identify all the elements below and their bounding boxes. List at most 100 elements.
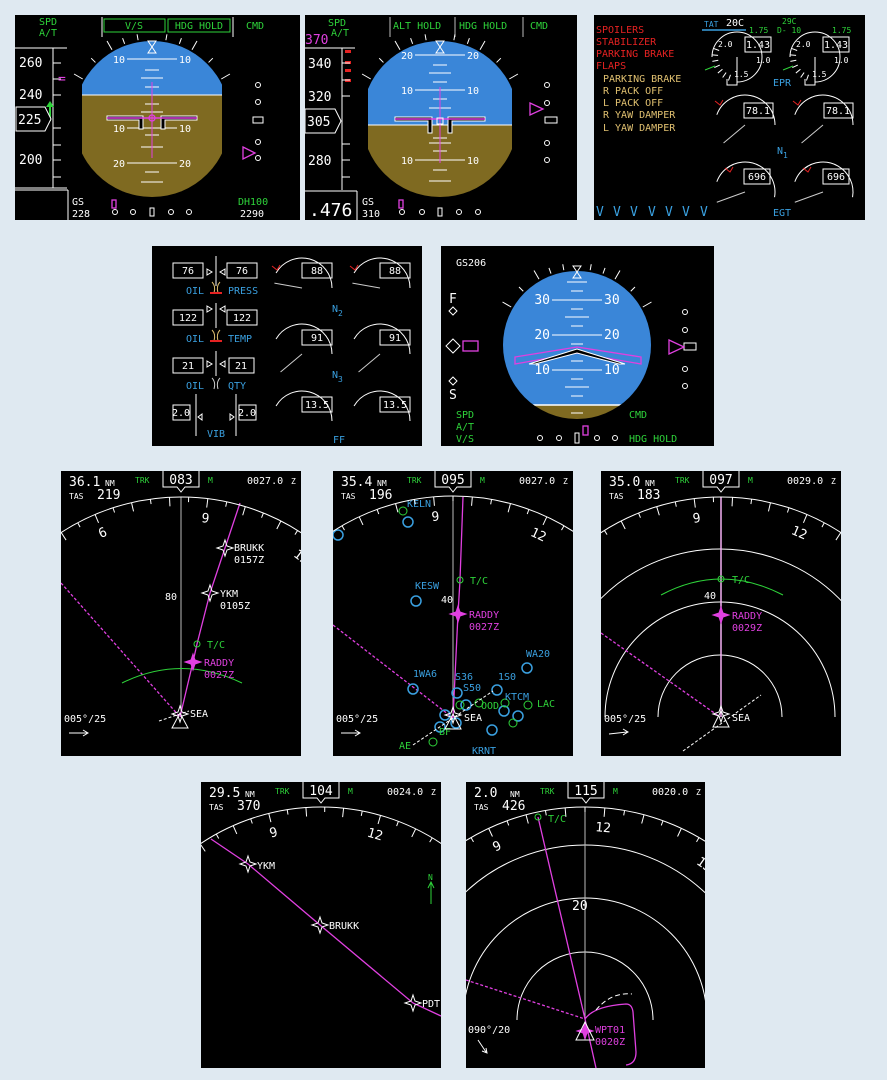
- status-mark: V: [613, 205, 621, 220]
- roll-tick: [642, 301, 652, 308]
- pfd-1: SPD A/T V/S HDG HOLD CMD 260 240 200 = 2…: [15, 15, 300, 220]
- derate: D- 10: [777, 26, 801, 35]
- glideslope-pointer-icon: [529, 101, 545, 117]
- speed-tape: 260 240 200 = 225: [15, 47, 67, 189]
- compass-tick: [413, 499, 416, 505]
- compass-tick: [525, 814, 529, 824]
- airport-label: KELN: [407, 499, 431, 510]
- waypoint-star-icon: [443, 705, 463, 725]
- waypoint-label: YKM: [257, 861, 275, 872]
- range-ring-label: 40: [441, 595, 453, 606]
- compass-label: 15: [693, 854, 705, 875]
- epr-gauge-right: 1.43 2.0 1.5 1.0: [796, 36, 850, 79]
- airport-label: 1WA6: [413, 669, 437, 680]
- compass-label: 6: [97, 525, 110, 542]
- attitude-indicator: 30 30 20 20 10 10: [503, 271, 651, 419]
- compass-tick: [286, 809, 289, 815]
- roll-tick: [424, 34, 427, 41]
- epr-value: 1.43: [746, 40, 770, 51]
- fma-at: A/T: [331, 28, 349, 39]
- gauge-arc: [716, 165, 731, 182]
- localizer-scale: [399, 207, 481, 217]
- roll-tick: [73, 73, 83, 80]
- clock-time: 0027.0: [247, 476, 283, 487]
- airport-label: 1S0: [498, 672, 516, 683]
- tc-label: T/C: [470, 576, 488, 587]
- oil-label: OIL: [186, 381, 204, 392]
- zulu-label: Z: [831, 477, 836, 486]
- airport-label: SEA: [732, 713, 750, 724]
- compass-label: 9: [268, 825, 279, 841]
- tc-label: T/C: [207, 640, 225, 651]
- wind-arrow-icon: [477, 1039, 488, 1054]
- fma-spd: SPD: [456, 410, 474, 421]
- range-ring-label: 40: [704, 591, 716, 602]
- gauge-arc: [789, 31, 841, 83]
- waypoint-eta: 0020Z: [595, 1037, 625, 1048]
- warning-message: PARKING BRAKE: [596, 49, 674, 60]
- tas-label: TAS: [341, 492, 356, 501]
- waypoint-label: WPT01: [595, 1025, 625, 1036]
- epr-label: EPR: [773, 78, 792, 89]
- caution-message: PARKING BRAKE: [603, 74, 681, 85]
- epr-value: 1.43: [824, 40, 848, 51]
- vib-right: 2.0: [238, 408, 256, 419]
- sky-pointer-icon: [147, 40, 157, 54]
- waypoint-star-icon: [711, 704, 731, 724]
- airport-label: SEA: [190, 709, 208, 720]
- tat-value: 20C: [726, 18, 744, 29]
- range-value: 35.4: [341, 475, 372, 490]
- magnetic-label: M: [480, 476, 485, 485]
- waypoint-star-icon: [238, 854, 258, 874]
- roll-tick: [394, 40, 401, 50]
- compass-tick: [542, 516, 548, 526]
- tat-label: TAT: [704, 20, 719, 29]
- clock-time: 0020.0: [652, 787, 688, 798]
- gauge-needle: [723, 124, 746, 144]
- speed-tick: 260: [19, 56, 42, 71]
- roll-tick: [589, 264, 592, 271]
- roll-tick: [361, 73, 371, 80]
- compass-tick: [677, 828, 682, 837]
- roll-tick: [509, 73, 519, 80]
- epr-limit-right: 1.75: [832, 26, 851, 35]
- compass-tick: [358, 516, 364, 526]
- n3-left: 91: [311, 333, 323, 344]
- oil-temp: 122 122 OIL TEMP: [172, 309, 258, 345]
- range-ring-label: 80: [165, 592, 177, 603]
- epr-scale-label: 1.0: [834, 56, 849, 65]
- roll-tick: [90, 57, 96, 63]
- compass-tick: [470, 837, 474, 843]
- glideslope-pointer-icon: [242, 145, 257, 161]
- gauge-arc: [275, 390, 333, 422]
- compass-tick: [201, 844, 206, 852]
- holding-pattern: [584, 1003, 637, 1066]
- compass-tick: [603, 807, 606, 817]
- airport-label: KESW: [415, 581, 440, 592]
- range-value: 2.0: [474, 786, 497, 801]
- compass-tick: [561, 525, 565, 531]
- compass-tick: [261, 512, 264, 518]
- oil-label: OIL: [186, 334, 204, 345]
- secondary-engine-display: 76 76 OIL PRESS 122 122 OIL TEMP 21 21 O…: [152, 246, 422, 446]
- gauge-needle: [352, 282, 381, 289]
- compass-tick: [490, 499, 493, 505]
- compass-tick: [750, 499, 753, 505]
- waypoint-label: PDT: [422, 999, 440, 1010]
- warning-message: STABILIZER: [596, 37, 657, 48]
- n1-value-right: 78.1: [826, 106, 850, 117]
- aircraft-icon: [712, 709, 730, 728]
- epr-scale-label: 1.5: [812, 70, 827, 79]
- top-of-climb-icon: [193, 640, 201, 648]
- speed-tick: 340: [308, 57, 331, 72]
- compass-tick: [674, 501, 677, 507]
- aircraft-icon: [171, 711, 189, 729]
- pitch-label: 20: [113, 159, 125, 170]
- heading-readout: 083: [169, 473, 192, 488]
- zulu-label: Z: [563, 477, 568, 486]
- compass-tick: [77, 522, 81, 528]
- compass-tick: [360, 810, 363, 816]
- airport-label: KTCM: [505, 692, 529, 703]
- tas-label: TAS: [474, 803, 489, 812]
